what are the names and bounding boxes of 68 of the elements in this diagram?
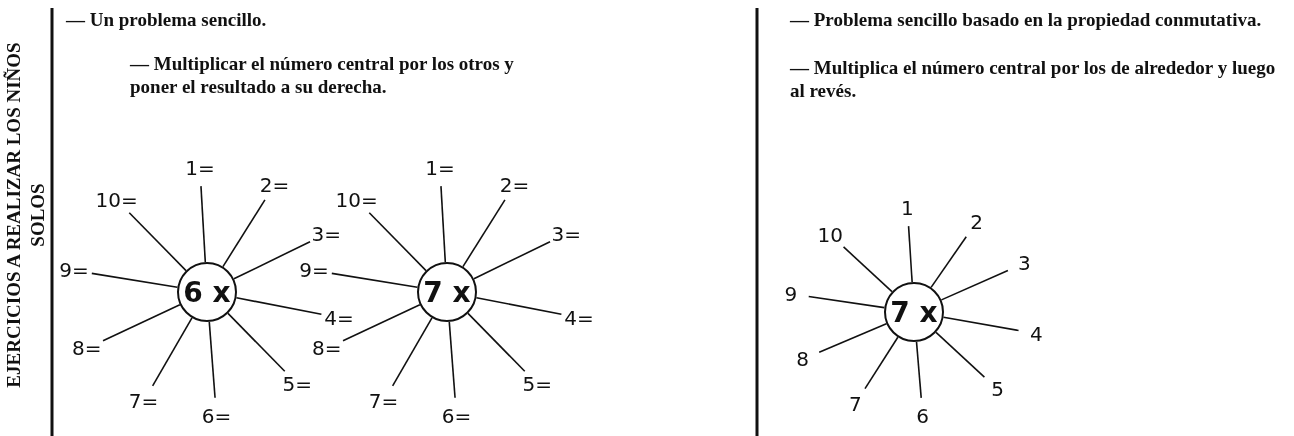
spoke-line — [200, 185, 207, 263]
instruction-text: — Problema sencillo basado en la propiedad conmutativa. — [790, 8, 1263, 31]
center-number-circle: 7 x — [884, 282, 944, 342]
number-label: 2= — [259, 173, 290, 196]
spoke-line — [864, 336, 899, 390]
spoke-line — [807, 295, 886, 309]
spoke-line — [391, 317, 433, 387]
number-label: 6= — [201, 404, 232, 427]
spoke-line — [227, 312, 286, 373]
number-label: 7= — [368, 390, 399, 413]
spoke-line — [368, 211, 427, 272]
number-label: 9= — [299, 259, 329, 282]
number-label: 4= — [324, 306, 354, 329]
number-label: 5 — [991, 378, 1004, 401]
number-label: 1 — [901, 197, 914, 220]
number-label: 1= — [185, 157, 215, 180]
number-label: 8= — [311, 337, 342, 360]
spoke-line — [935, 331, 986, 378]
spoke-line — [942, 316, 1020, 332]
spoke-line — [102, 303, 181, 342]
spoke-line — [91, 272, 179, 288]
instruction-text: — Multiplica el número central por los de alrededor y luego al revés. — [790, 56, 1277, 102]
center-number-circle: 7 x — [417, 262, 477, 322]
spoke-line — [475, 296, 563, 316]
spoke-line — [440, 185, 447, 263]
spoke-line — [467, 312, 526, 373]
number-label: 4= — [564, 306, 594, 329]
spoke-line — [222, 199, 266, 268]
number-label: 6= — [441, 404, 472, 427]
spoke-line — [940, 269, 1009, 301]
number-label: 8= — [71, 337, 102, 360]
spoke-line — [208, 321, 216, 399]
number-label: 3 — [1018, 252, 1031, 275]
spoke-line — [342, 303, 421, 342]
spoke-line — [930, 235, 968, 289]
number-label: 9 — [784, 282, 798, 305]
number-label: 7 — [848, 392, 862, 415]
number-label: 6 — [916, 404, 930, 427]
center-number-circle: 6 x — [177, 262, 237, 322]
number-label: 2 — [970, 210, 983, 233]
spoke-line — [842, 246, 893, 293]
spoke-line — [128, 211, 187, 272]
number-label: 10 — [817, 223, 844, 246]
spoke-line — [151, 317, 193, 387]
spoke-line — [915, 341, 922, 399]
number-label: 3= — [311, 222, 341, 245]
number-label: 10= — [95, 188, 138, 211]
spoke-line — [818, 322, 888, 353]
number-label: 10= — [335, 188, 378, 211]
spoke-line — [331, 272, 419, 288]
spoke-line — [448, 321, 456, 399]
spoke-line — [462, 199, 506, 268]
number-label: 4 — [1029, 322, 1043, 345]
number-label: 7= — [128, 390, 159, 413]
number-label: 3= — [551, 222, 581, 245]
number-label: 5= — [282, 373, 313, 396]
spoke-line — [907, 225, 913, 283]
spoke-line — [473, 240, 551, 280]
number-label: 1= — [425, 157, 455, 180]
instruction-text: — Multiplicar el número central por los otros y poner el resultado a su derecha. — [130, 52, 515, 98]
spoke-line — [233, 240, 311, 280]
number-label: 8 — [796, 348, 809, 371]
number-label: 2= — [499, 173, 530, 196]
spoke-line — [235, 296, 323, 316]
number-label: 9= — [59, 259, 89, 282]
vertical-heading: EJERCICIOS A REALIZAR LOS NIÑOS SOLOS — [2, 41, 49, 390]
number-label: 5= — [522, 373, 553, 396]
instruction-text: — Un problema sencillo. — [66, 8, 268, 31]
